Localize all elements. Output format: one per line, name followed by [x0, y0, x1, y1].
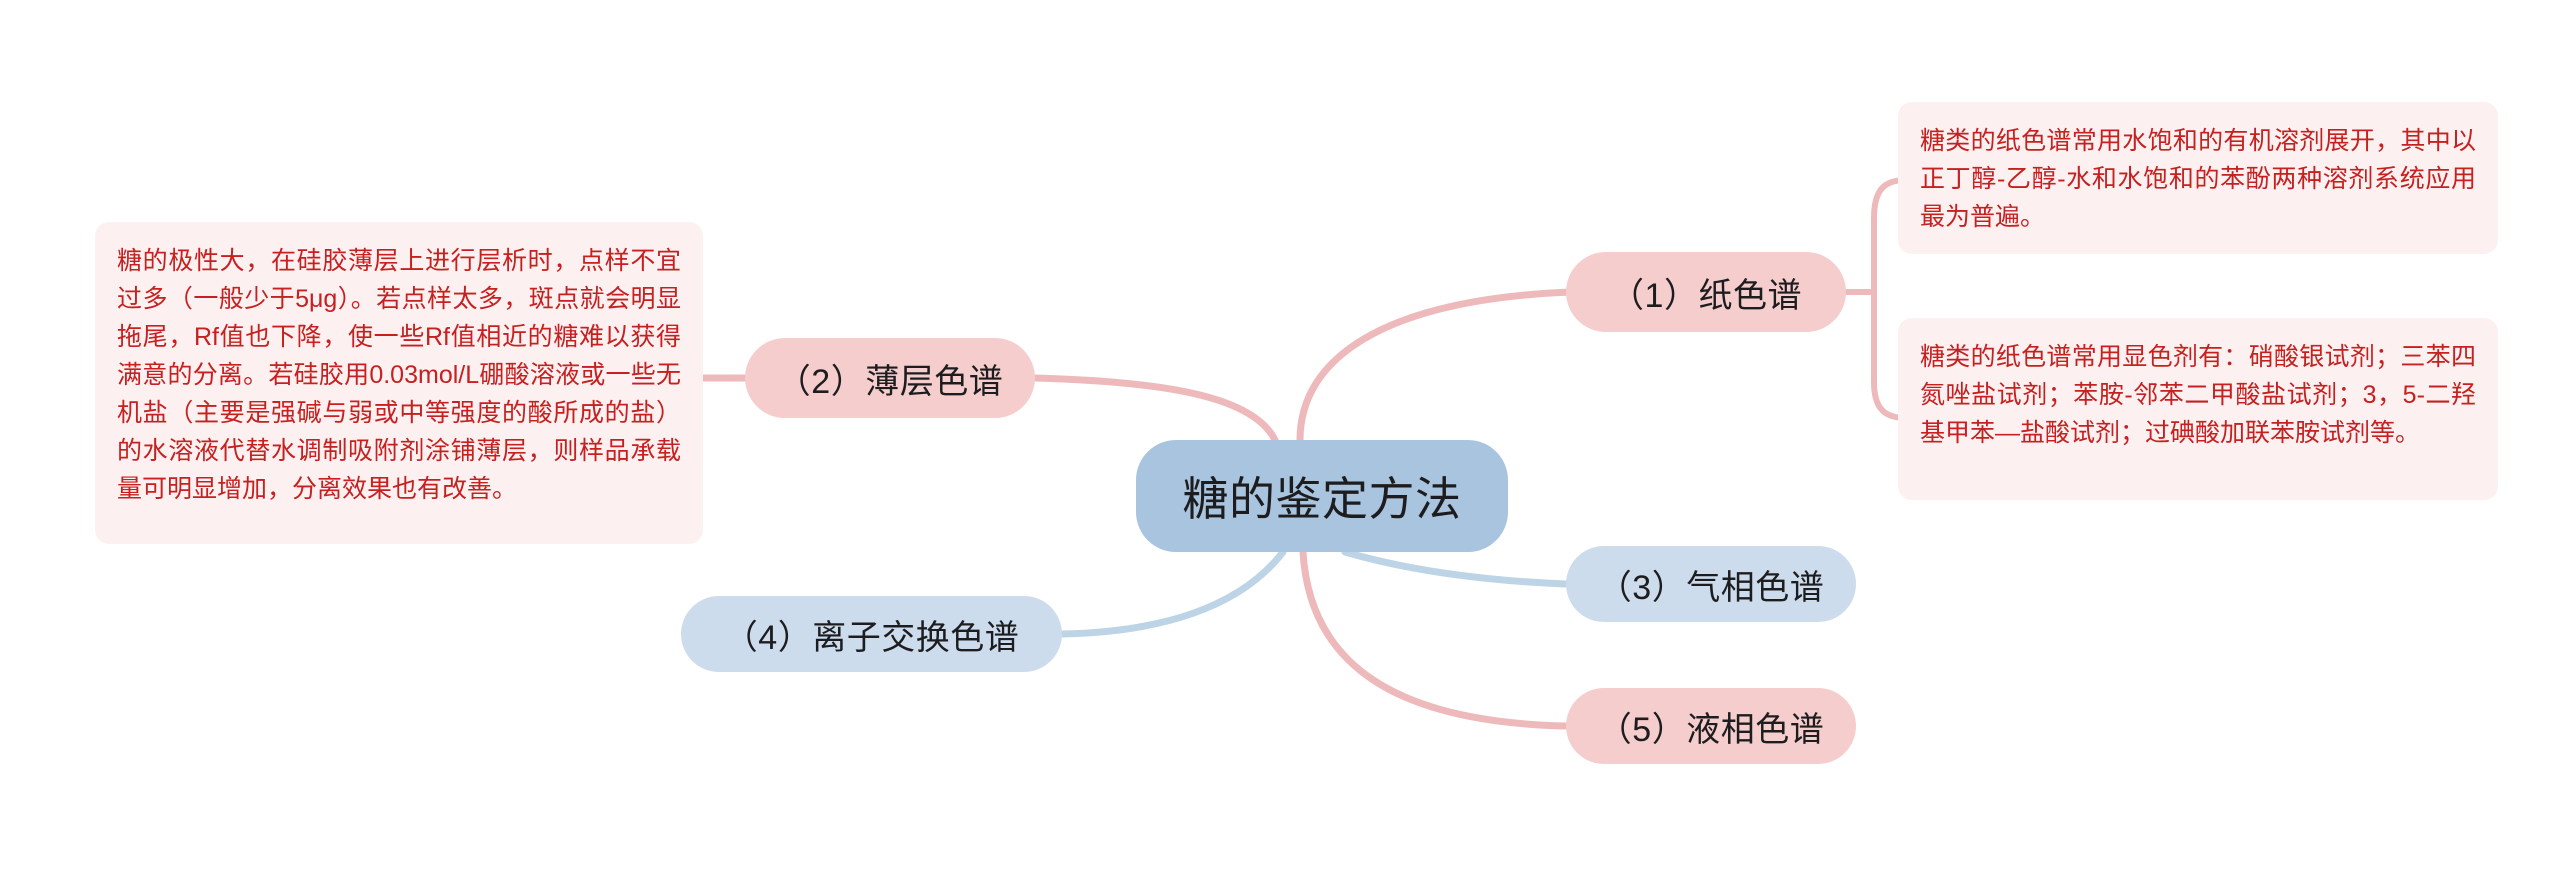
branch-node-label: （5）液相色谱 — [1597, 710, 1825, 749]
note-text: 糖类的纸色谱常用显色剂有：硝酸银试剂；三苯四氮唑盐试剂；苯胺-邻苯二甲酸盐试剂；… — [1920, 343, 2476, 447]
connector-root-to-iec — [1058, 548, 1287, 638]
note-paper-chromatography-solvent: 糖类的纸色谱常用水饱和的有机溶剂展开，其中以正丁醇-乙醇-水和水饱和的苯酚两种溶… — [1898, 102, 2498, 254]
connector-root-to-gc — [1341, 548, 1569, 588]
branch-node-ion-exchange-chromatography[interactable]: （4）离子交换色谱 — [681, 596, 1062, 672]
connector-root-to-paper — [1296, 288, 1574, 444]
branch-node-label: （1）纸色谱 — [1610, 276, 1802, 315]
note-text: 糖类的纸色谱常用水饱和的有机溶剂展开，其中以正丁醇-乙醇-水和水饱和的苯酚两种溶… — [1920, 127, 2476, 231]
branch-node-label: （3）气相色谱 — [1597, 568, 1825, 607]
branch-node-paper-chromatography[interactable]: （1）纸色谱 — [1566, 252, 1846, 332]
note-paper-chromatography-reagent: 糖类的纸色谱常用显色剂有：硝酸银试剂；三苯四氮唑盐试剂；苯胺-邻苯二甲酸盐试剂；… — [1898, 318, 2498, 500]
branch-node-label: （4）离子交换色谱 — [723, 618, 1020, 657]
connector-root-to-lc — [1299, 548, 1569, 730]
note-text: 糖的极性大，在硅胶薄层上进行层析时，点样不宜过多（一般少于5μg）。若点样太多，… — [117, 247, 681, 503]
branch-node-gas-chromatography[interactable]: （3）气相色谱 — [1566, 546, 1856, 622]
branch-node-thin-layer-chromatography[interactable]: （2）薄层色谱 — [745, 338, 1035, 418]
branch-node-liquid-chromatography[interactable]: （5）液相色谱 — [1566, 688, 1856, 764]
root-node-sugar-identification-methods[interactable]: 糖的鉴定方法 — [1136, 440, 1508, 552]
connector-root-to-tlc — [1031, 374, 1279, 444]
root-node-label: 糖的鉴定方法 — [1182, 473, 1462, 525]
note-thin-layer-chromatography: 糖的极性大，在硅胶薄层上进行层析时，点样不宜过多（一般少于5μg）。若点样太多，… — [95, 222, 703, 544]
branch-node-label: （2）薄层色谱 — [776, 362, 1004, 401]
